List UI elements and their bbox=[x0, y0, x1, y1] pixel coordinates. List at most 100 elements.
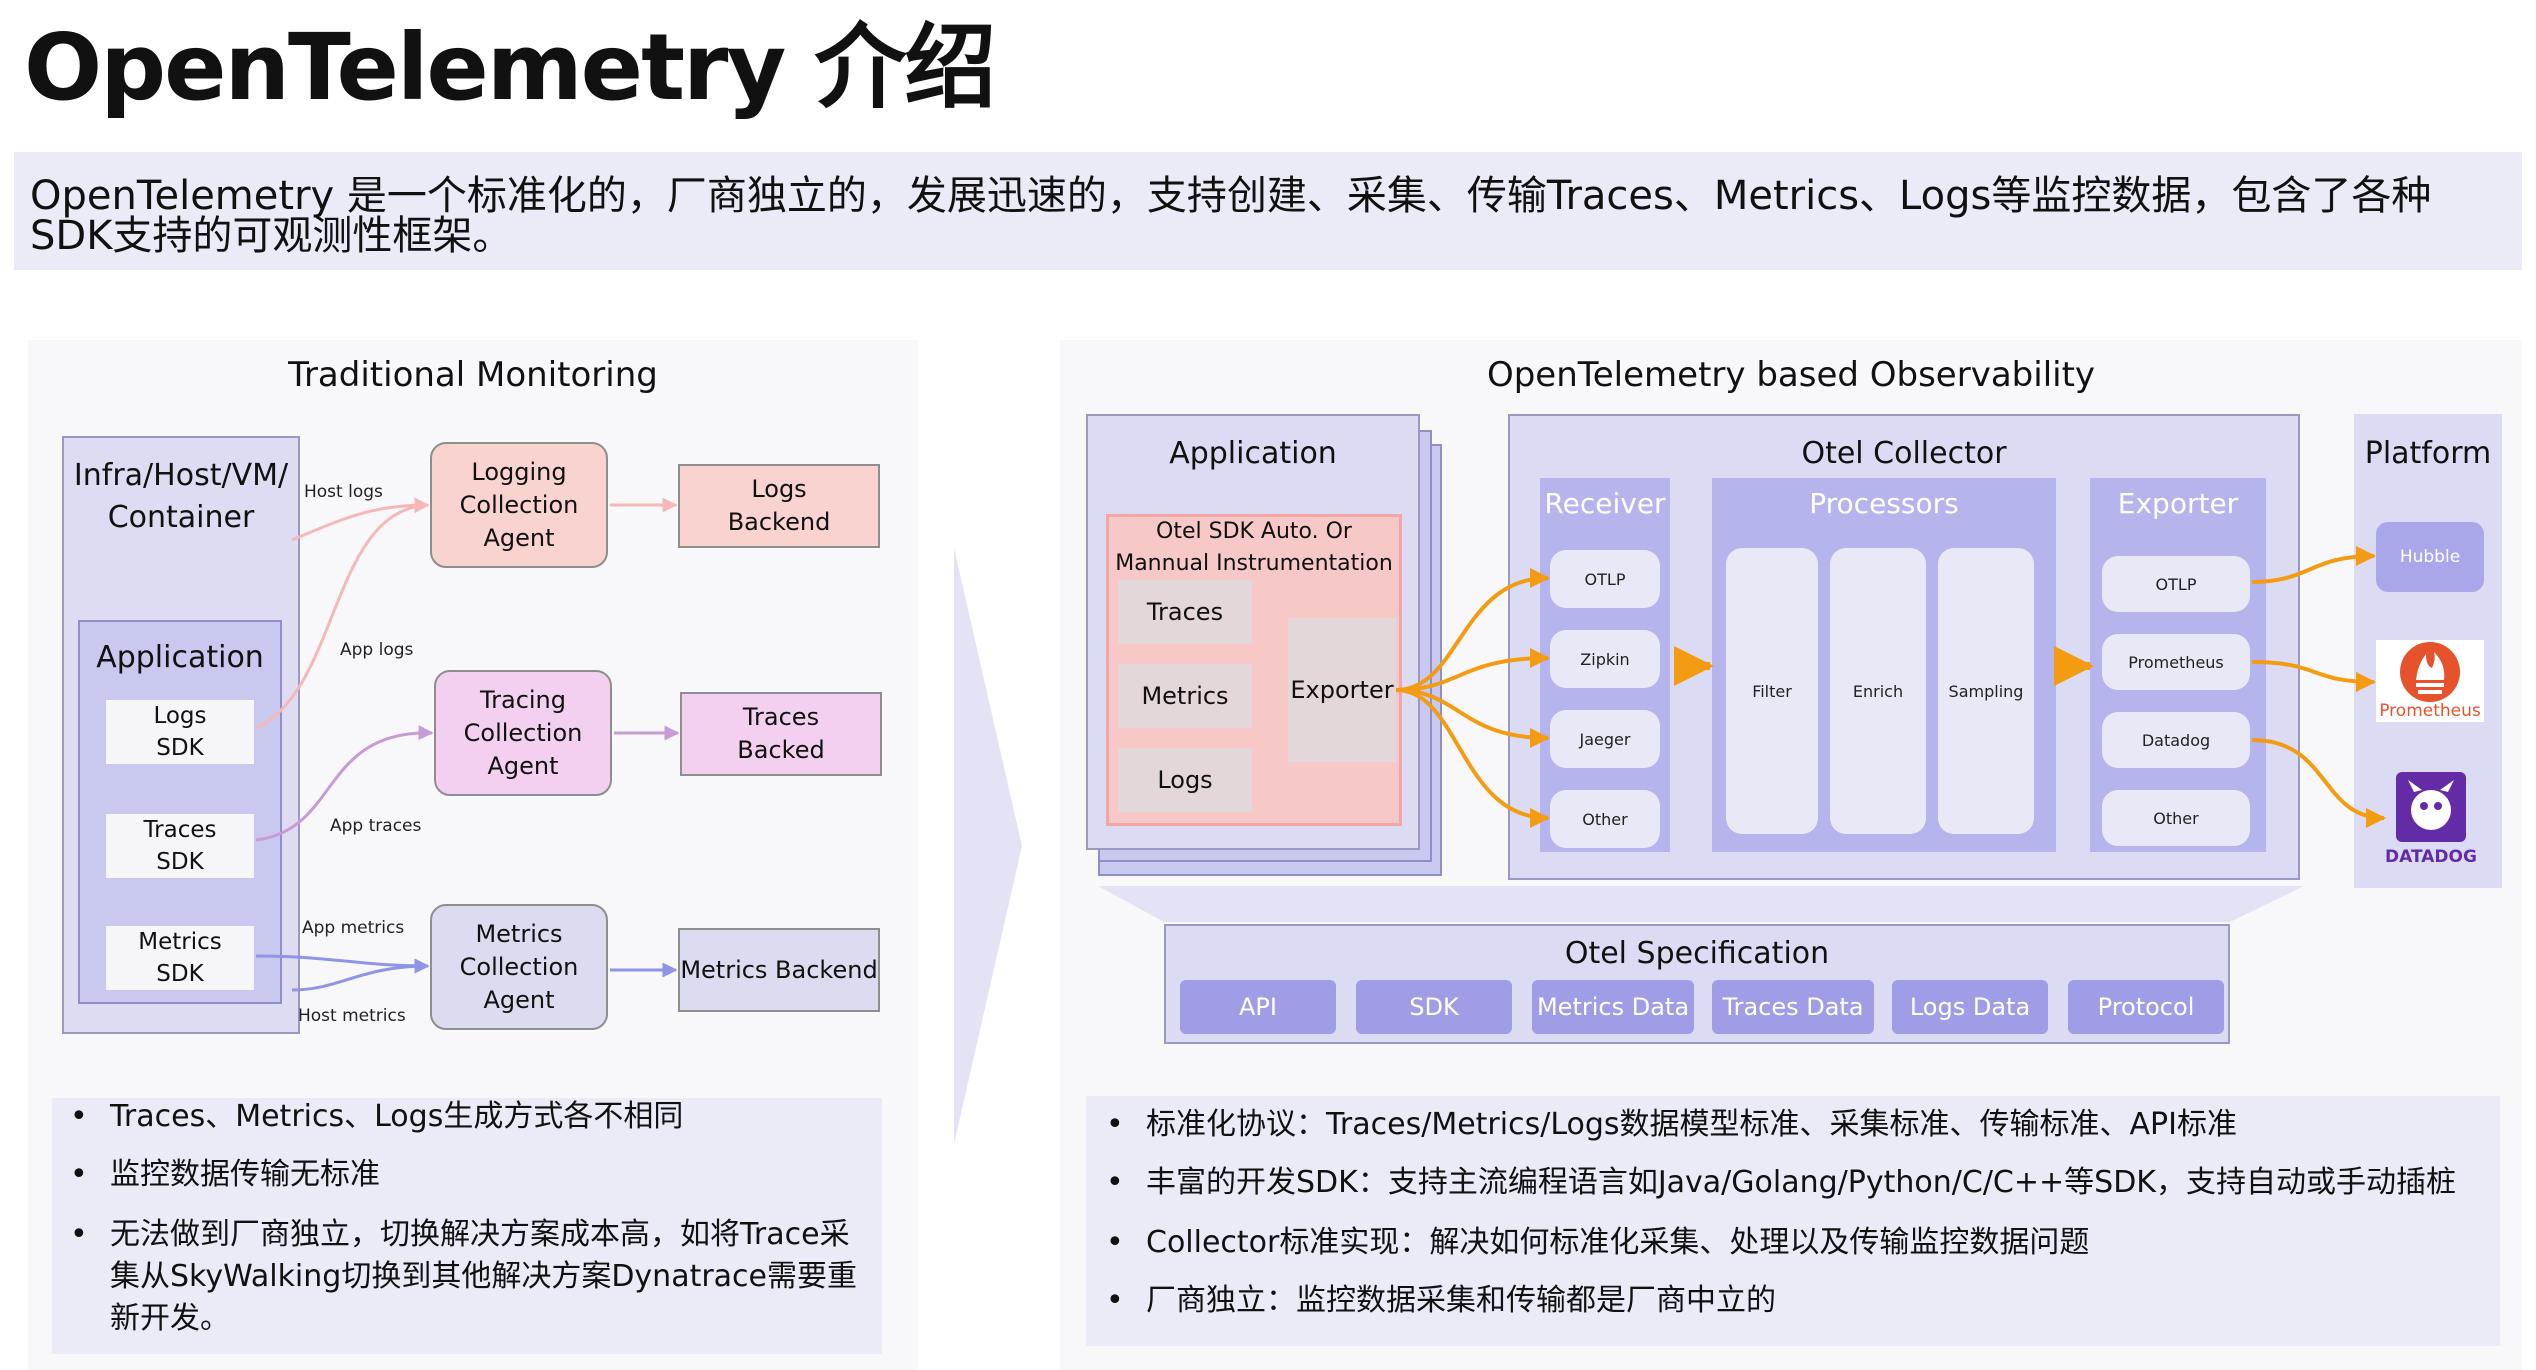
processor-enrich: Enrich bbox=[1830, 548, 1926, 834]
signal-logs: Logs bbox=[1118, 748, 1252, 812]
prometheus-icon bbox=[2400, 642, 2460, 702]
app-exporter: Exporter bbox=[1288, 618, 1396, 762]
traditional-bullet-2-text: 监控数据传输无标准 bbox=[110, 1157, 380, 1192]
bullet-dot: • bbox=[70, 1099, 88, 1134]
receiver-jaeger: Jaeger bbox=[1550, 710, 1660, 768]
flow-label-app-traces: App traces bbox=[330, 816, 422, 836]
receiver-other: Other bbox=[1550, 790, 1660, 848]
traditional-bullets-box bbox=[52, 1098, 882, 1354]
otel-application-title: Application bbox=[1169, 435, 1337, 471]
otel-sdk-title: Otel SDK Auto. Or Mannual Instrumentatio… bbox=[1115, 519, 1393, 576]
platform-title: Platform bbox=[2364, 435, 2492, 471]
metrics-agent-line1: Metrics bbox=[475, 919, 563, 948]
metrics-sdk: Metrics SDK bbox=[106, 926, 254, 990]
logging-agent-line3: Agent bbox=[483, 523, 555, 552]
traditional-bullet-2: • 监控数据传输无标准 bbox=[70, 1154, 870, 1196]
logs-backend-line2: Backend bbox=[727, 508, 831, 536]
traditional-bullet-3-text: 无法做到厂商独立，切换解决方案成本高，如将Trace采集从SkyWalking切… bbox=[110, 1217, 858, 1336]
traces-sdk-line1: Traces bbox=[143, 817, 217, 843]
application-label: Application bbox=[96, 639, 264, 675]
spec-item-sdk: SDK bbox=[1356, 980, 1512, 1034]
collector-title: Otel Collector bbox=[1801, 435, 2007, 471]
logging-agent-line1: Logging bbox=[471, 457, 567, 486]
metrics-sdk-line1: Metrics bbox=[138, 929, 222, 955]
spec-item-logs-data: Logs Data bbox=[1892, 980, 2048, 1034]
tracing-agent: Tracing Collection Agent bbox=[434, 670, 612, 796]
logging-agent-line2: Collection bbox=[459, 490, 579, 519]
flow-label-app-logs: App logs bbox=[340, 640, 414, 660]
datadog-logo: DATADOG bbox=[2385, 772, 2477, 868]
metrics-agent-line3: Agent bbox=[483, 985, 555, 1014]
bullet-dot: • bbox=[70, 1217, 88, 1252]
otel-bullet-2-text: 丰富的开发SDK：支持主流编程语言如Java/Golang/Python/C/C… bbox=[1146, 1165, 2456, 1200]
logs-backend: Logs Backend bbox=[678, 464, 880, 548]
otel-bullet-1: • 标准化协议：Traces/Metrics/Logs数据模型标准、采集标准、传输… bbox=[1106, 1104, 2486, 1146]
processor-sampling: Sampling bbox=[1938, 548, 2034, 834]
signal-metrics: Metrics bbox=[1118, 664, 1252, 728]
traditional-title: Traditional Monitoring bbox=[288, 355, 658, 395]
otel-bullet-1-text: 标准化协议：Traces/Metrics/Logs数据模型标准、采集标准、传输标… bbox=[1146, 1107, 2238, 1142]
intro-text: OpenTelemetry 是一个标准化的，厂商独立的，发展迅速的，支持创建、采… bbox=[30, 173, 2432, 259]
traditional-bullet-1: • Traces、Metrics、Logs生成方式各不相同 bbox=[70, 1096, 870, 1138]
exporter-other: Other bbox=[2102, 790, 2250, 846]
otel-bullet-3-text: Collector标准实现：解决如何标准化采集、处理以及传输监控数据问题 bbox=[1146, 1225, 2090, 1260]
datadog-label: DATADOG bbox=[2385, 847, 2477, 867]
prometheus-logo: Prometheus bbox=[2376, 640, 2484, 722]
datadog-icon bbox=[2396, 772, 2466, 842]
spec-box bbox=[1164, 924, 2230, 1044]
traces-backend: Traces Backed bbox=[680, 692, 882, 776]
tracing-agent-line2: Collection bbox=[463, 718, 583, 747]
flow-label-app-metrics: App metrics bbox=[302, 918, 405, 938]
signal-traces: Traces bbox=[1118, 580, 1252, 644]
processor-filter: Filter bbox=[1726, 548, 1818, 834]
host-label: Infra/Host/VM/ Container bbox=[73, 458, 289, 535]
flow-label-host-metrics: Host metrics bbox=[298, 1006, 406, 1026]
traces-sdk-line2: SDK bbox=[156, 849, 204, 875]
processors-title: Processors bbox=[1809, 486, 1959, 520]
traditional-bullet-1-text: Traces、Metrics、Logs生成方式各不相同 bbox=[110, 1099, 684, 1134]
traditional-bullet-3: • 无法做到厂商独立，切换解决方案成本高，如将Trace采集从SkyWalking… bbox=[70, 1214, 870, 1340]
otel-bullet-2: • 丰富的开发SDK：支持主流编程语言如Java/Golang/Python/C/… bbox=[1106, 1162, 2486, 1204]
otel-title: OpenTelemetry based Observability bbox=[1486, 355, 2096, 395]
exporter-datadog: Datadog bbox=[2102, 712, 2250, 768]
receiver-title: Receiver bbox=[1544, 486, 1666, 520]
tracing-agent-line1: Tracing bbox=[479, 685, 566, 714]
spec-item-api: API bbox=[1180, 980, 1336, 1034]
traces-backend-line2: Backed bbox=[737, 736, 825, 764]
otel-bullet-4-text: 厂商独立：监控数据采集和传输都是厂商中立的 bbox=[1146, 1283, 1776, 1318]
traces-sdk: Traces SDK bbox=[106, 814, 254, 878]
metrics-agent: Metrics Collection Agent bbox=[430, 904, 608, 1030]
flow-label-host-logs: Host logs bbox=[304, 482, 383, 502]
page-title: OpenTelemetry 介绍 bbox=[24, 14, 996, 121]
receiver-otlp: OTLP bbox=[1550, 550, 1660, 608]
intro-banner: OpenTelemetry 是一个标准化的，厂商独立的，发展迅速的，支持创建、采… bbox=[14, 152, 2522, 270]
otel-bullets-box bbox=[1086, 1096, 2500, 1346]
platform-hubble: Hubble bbox=[2376, 522, 2484, 592]
receiver-zipkin: Zipkin bbox=[1550, 630, 1660, 688]
exporter-title: Exporter bbox=[2117, 486, 2239, 520]
bullet-dot: • bbox=[1106, 1165, 1124, 1200]
metrics-agent-line2: Collection bbox=[459, 952, 579, 981]
logs-sdk-line2: SDK bbox=[156, 735, 204, 761]
spec-item-metrics-data: Metrics Data bbox=[1532, 980, 1694, 1034]
spec-title: Otel Specification bbox=[1564, 935, 1830, 971]
metrics-backend-line1: Metrics Backend bbox=[680, 955, 878, 984]
logs-backend-line1: Logs bbox=[751, 475, 807, 503]
logs-sdk: Logs SDK bbox=[106, 700, 254, 764]
logging-agent: Logging Collection Agent bbox=[430, 442, 608, 568]
metrics-sdk-line2: SDK bbox=[156, 961, 204, 987]
prometheus-label: Prometheus bbox=[2379, 701, 2481, 721]
bullet-dot: • bbox=[1106, 1107, 1124, 1142]
exporter-otlp: OTLP bbox=[2102, 556, 2250, 612]
metrics-backend: Metrics Backend bbox=[678, 928, 880, 1012]
bullet-dot: • bbox=[1106, 1225, 1124, 1260]
tracing-agent-line3: Agent bbox=[487, 751, 559, 780]
traces-backend-line1: Traces bbox=[742, 703, 820, 731]
bullet-dot: • bbox=[1106, 1283, 1124, 1318]
spec-item-protocol: Protocol bbox=[2068, 980, 2224, 1034]
otel-bullet-4: • 厂商独立：监控数据采集和传输都是厂商中立的 bbox=[1106, 1280, 2486, 1322]
spec-item-traces-data: Traces Data bbox=[1712, 980, 1874, 1034]
logs-sdk-line1: Logs bbox=[153, 703, 207, 729]
otel-bullet-3: • Collector标准实现：解决如何标准化采集、处理以及传输监控数据问题 bbox=[1106, 1222, 2486, 1264]
bullet-dot: • bbox=[70, 1157, 88, 1192]
